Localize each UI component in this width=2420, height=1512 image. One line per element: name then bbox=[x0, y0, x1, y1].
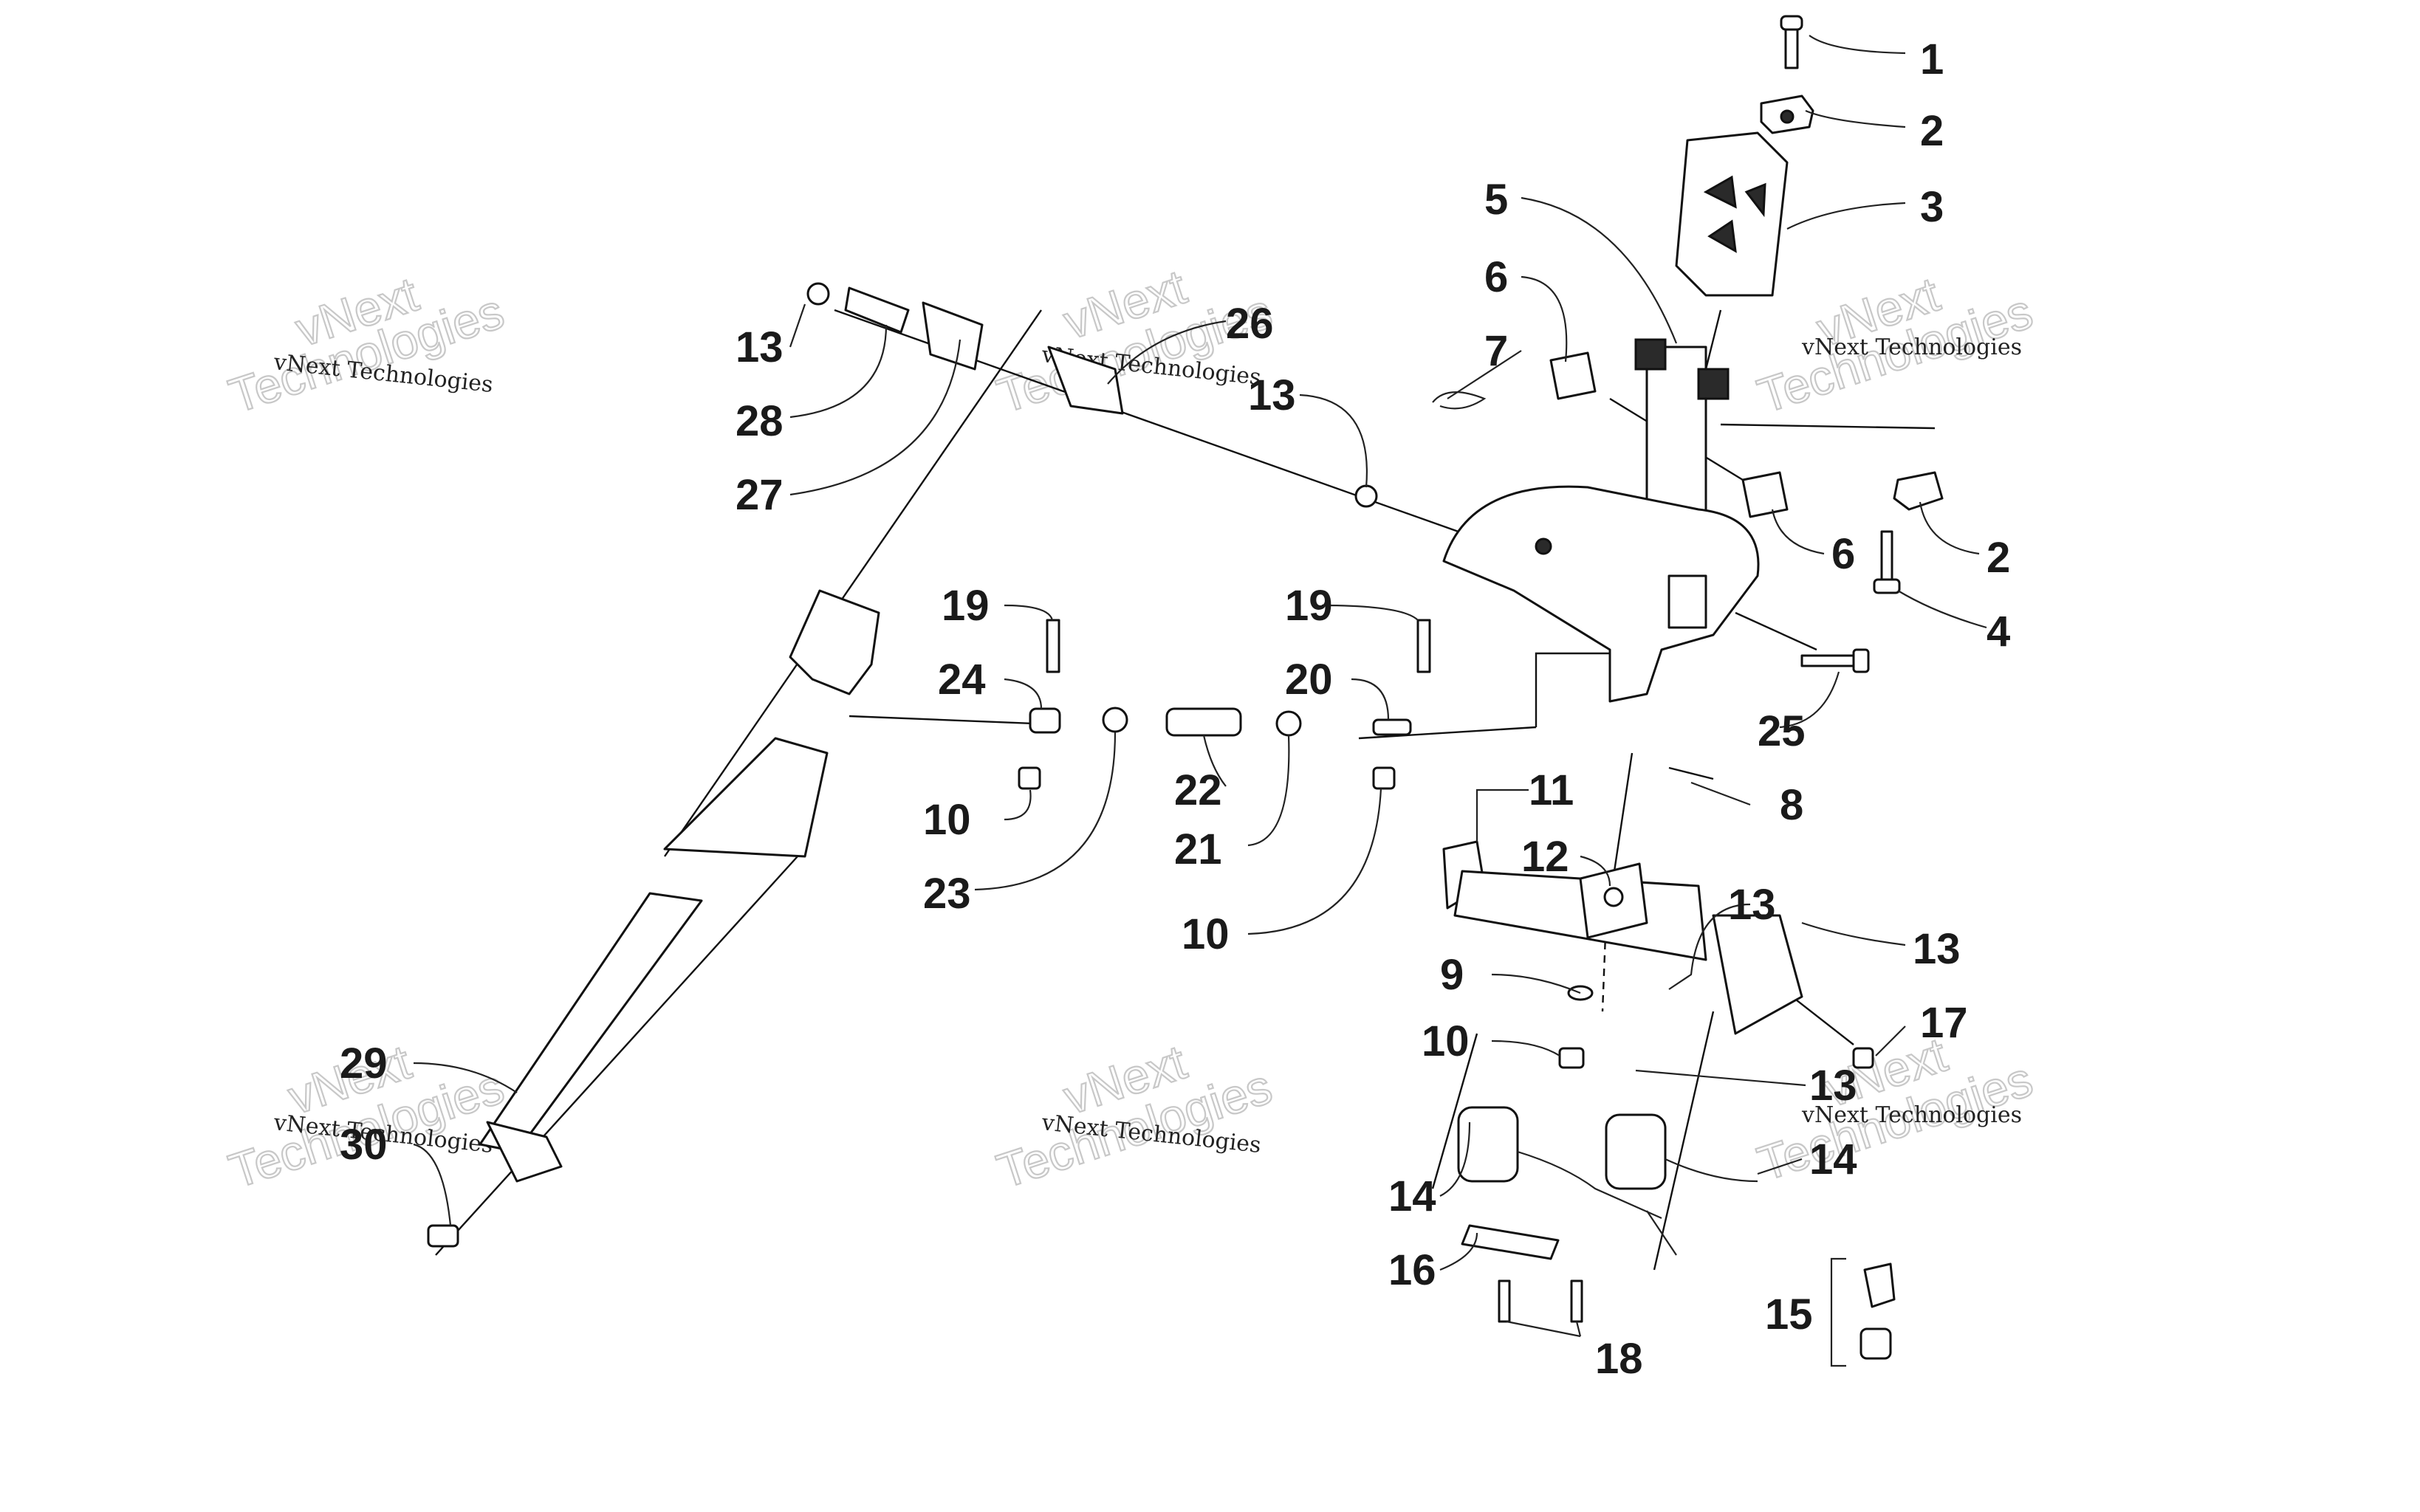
sensor-14-right bbox=[1605, 1113, 1758, 1256]
sensor-14-left bbox=[1457, 1106, 1662, 1220]
callout-13-d: 13 bbox=[1913, 925, 1961, 973]
callout-10-c: 10 bbox=[1422, 1017, 1470, 1065]
svg-text:vNext Technologies: vNext Technologies bbox=[1801, 1102, 2022, 1128]
callout-2: 2 bbox=[1920, 107, 1944, 155]
callout-10-b: 10 bbox=[1182, 910, 1230, 958]
callout-4: 4 bbox=[1987, 608, 2010, 656]
pivot-housing bbox=[1442, 485, 1760, 703]
callout-24: 24 bbox=[938, 656, 986, 704]
callout-13-c: 13 bbox=[1728, 881, 1776, 929]
callout-6-b: 6 bbox=[1831, 530, 1855, 578]
callout-28: 28 bbox=[736, 397, 784, 445]
callout-30: 30 bbox=[340, 1121, 388, 1169]
support-bracket-11 bbox=[1442, 840, 1803, 1035]
clip-7 bbox=[1432, 391, 1487, 410]
callout-3: 3 bbox=[1920, 183, 1944, 231]
callout-1: 1 bbox=[1920, 35, 1944, 83]
screw-17 bbox=[1852, 1047, 1874, 1069]
bolt-1 bbox=[1780, 15, 1803, 69]
callout-5: 5 bbox=[1484, 176, 1508, 224]
bolt-4 bbox=[1873, 530, 1901, 594]
callout-14-a: 14 bbox=[1388, 1172, 1436, 1220]
tie-rod-end-upper bbox=[806, 282, 1378, 508]
watermark-bottom-center: vNext Technologies vNext Technologies bbox=[990, 1034, 1278, 1200]
callout-29: 29 bbox=[340, 1040, 388, 1087]
watermark-top-right: vNext Technologies vNext Technologies bbox=[1750, 266, 2039, 425]
callout-8: 8 bbox=[1780, 781, 1803, 829]
callout-12: 12 bbox=[1521, 833, 1569, 881]
watermark-bottom-right: vNext Technologies vNext Technologies bbox=[1750, 1026, 2039, 1192]
callout-15: 15 bbox=[1765, 1291, 1813, 1339]
callout-10-a: 10 bbox=[923, 796, 971, 844]
strap-16 bbox=[1461, 1224, 1560, 1260]
callout-21: 21 bbox=[1174, 825, 1222, 873]
steering-post-5 bbox=[1634, 338, 1730, 518]
callout-18: 18 bbox=[1595, 1335, 1643, 1383]
callout-6: 6 bbox=[1484, 253, 1508, 301]
bushing-6-left bbox=[1549, 351, 1597, 400]
callout-20: 20 bbox=[1285, 656, 1333, 704]
bolt-25 bbox=[1800, 648, 1870, 673]
callout-22: 22 bbox=[1174, 766, 1222, 814]
tie-rod-mid bbox=[1018, 619, 1431, 790]
clamp-2-top bbox=[1760, 94, 1814, 134]
callout-27: 27 bbox=[736, 471, 784, 519]
bushing-6-right bbox=[1741, 471, 1789, 518]
clamp-2-right bbox=[1893, 471, 1944, 511]
callout-7: 7 bbox=[1484, 327, 1508, 375]
callout-9: 9 bbox=[1440, 951, 1464, 999]
callout-13-e: 13 bbox=[1809, 1062, 1857, 1110]
callout-19-a: 19 bbox=[942, 582, 990, 630]
callout-23: 23 bbox=[923, 870, 971, 918]
callout-labels: 1 2 3 5 6 7 13 26 28 27 13 2 6 4 19 24 1… bbox=[340, 35, 2010, 1383]
callout-16: 16 bbox=[1388, 1246, 1436, 1294]
watermark-top-left: vNext Technologies vNext Technologies bbox=[222, 266, 510, 425]
callout-2-b: 2 bbox=[1987, 534, 2010, 582]
nut-30 bbox=[427, 1224, 459, 1248]
callout-13-a: 13 bbox=[736, 323, 784, 371]
callout-14-b: 14 bbox=[1809, 1135, 1857, 1183]
steering-shaft bbox=[479, 589, 880, 1183]
svg-text:vNext Technologies: vNext Technologies bbox=[1801, 334, 2022, 360]
leader-lines bbox=[413, 35, 1987, 1338]
handlebar-bracket-3 bbox=[1675, 131, 1789, 297]
screws-18 bbox=[1498, 1279, 1583, 1323]
nut-10-lower bbox=[1558, 1047, 1585, 1069]
pin-8 bbox=[1668, 766, 1714, 780]
callout-17: 17 bbox=[1920, 999, 1968, 1047]
callout-19-b: 19 bbox=[1285, 582, 1333, 630]
callout-11: 11 bbox=[1529, 766, 1574, 814]
callout-25: 25 bbox=[1758, 707, 1806, 755]
callout-26: 26 bbox=[1226, 300, 1274, 348]
cap-kit-15 bbox=[1830, 1257, 1896, 1367]
callout-13-b: 13 bbox=[1248, 371, 1296, 419]
